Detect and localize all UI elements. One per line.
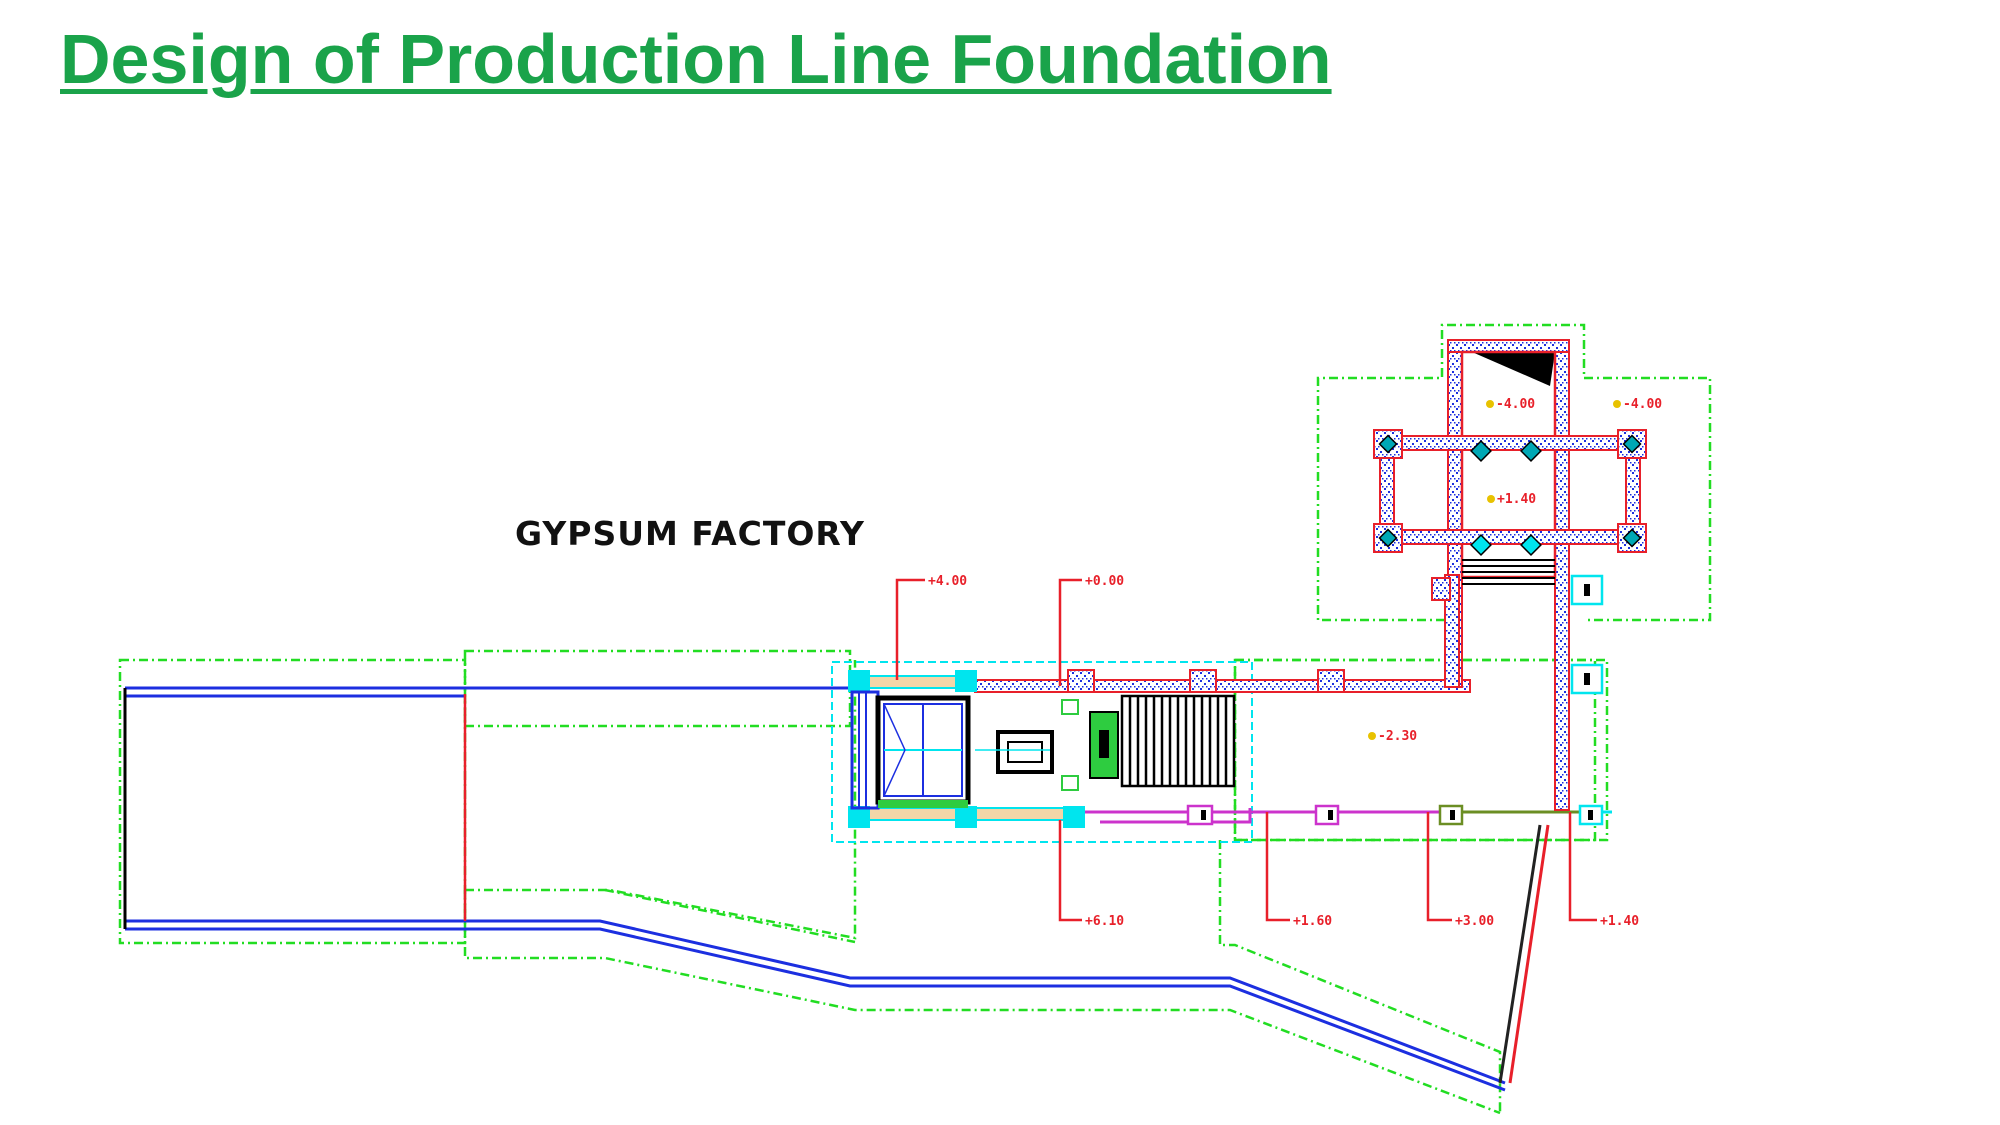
outline-cyan-zone <box>831 661 1253 843</box>
conveyor-bottom-1 <box>125 919 1506 1085</box>
slide-title: Design of Production Line Foundation <box>60 20 1332 98</box>
machine-housing <box>848 670 1085 828</box>
outline-mid-sweep <box>1218 840 1502 1113</box>
centre-pit <box>975 730 1054 774</box>
level-label-a: +4.00 <box>928 574 967 589</box>
level-label-markers <box>1368 400 1621 740</box>
level-label-h: +1.40 <box>1600 914 1639 929</box>
hatched-wall-strip <box>974 669 1471 693</box>
level-label-f: +1.60 <box>1293 914 1332 929</box>
tower-anchor-bolts <box>1378 434 1642 556</box>
return-belt-black <box>1498 824 1542 1084</box>
outline-lower-band <box>465 660 857 940</box>
drawing-caption: GYPSUM FACTORY <box>515 514 865 553</box>
level-label-b: +0.00 <box>1085 574 1124 589</box>
tower-shaft-hatch-top <box>1447 339 1570 353</box>
tower-shaft-hatch-right <box>1554 341 1570 811</box>
outline-bottom-sweep <box>463 890 1501 1115</box>
grating <box>1120 694 1236 788</box>
green-pillar <box>1061 699 1119 791</box>
tower <box>1373 339 1647 811</box>
tower-top-wedge <box>1472 352 1555 386</box>
outline-left-block <box>118 658 467 945</box>
lower-run <box>1085 808 1612 824</box>
level-label-e: -2.30 <box>1378 729 1417 744</box>
conveyor-bottom-2 <box>125 927 1506 1092</box>
level-label-tower-right: -4.00 <box>1623 397 1662 412</box>
hopper-box <box>875 695 971 808</box>
leader-lines <box>895 578 1597 922</box>
outline-tower <box>1316 323 1712 622</box>
level-labels: +4.00 +0.00 +6.10 +1.60 +3.00 +1.40 -2.3… <box>928 397 1662 929</box>
conveyor-lines <box>125 686 1506 1092</box>
return-belt-red <box>1508 824 1550 1084</box>
pad-glyphs <box>1201 584 1593 820</box>
level-label-d: +1.40 <box>1497 492 1536 507</box>
outline-bottom-sweep-inner <box>604 888 856 944</box>
level-label-g: +3.00 <box>1455 914 1494 929</box>
level-label-c: +6.10 <box>1085 914 1124 929</box>
level-label-i: -4.00 <box>1496 397 1535 412</box>
